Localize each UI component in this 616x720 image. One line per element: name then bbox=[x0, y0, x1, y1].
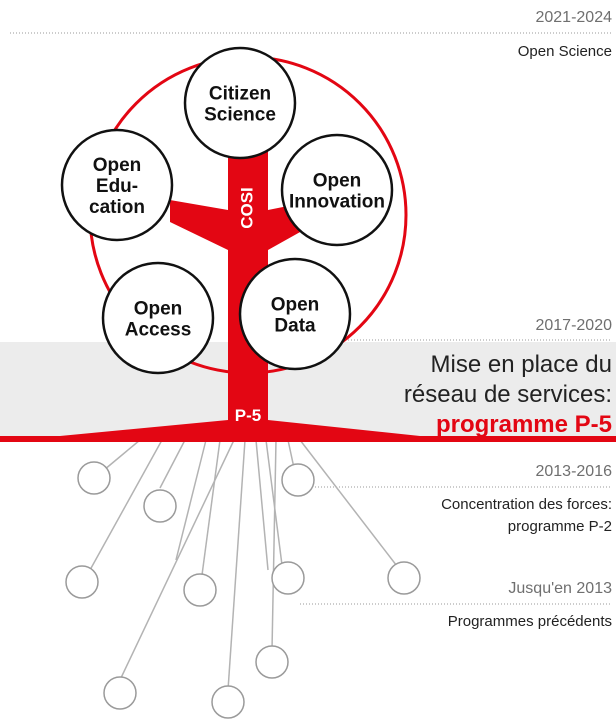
period-label: 2013-2016 bbox=[535, 463, 612, 480]
tree-base bbox=[60, 390, 420, 440]
period-description: Mise en place du réseau de services: pro… bbox=[403, 351, 612, 438]
circle-open-education bbox=[60, 128, 174, 242]
concept-circles: CitizenScienceOpenInnovationOpenEdu-cati… bbox=[60, 46, 394, 375]
circle-open-access-label: Access bbox=[125, 320, 192, 341]
period-description: Concentration des forces: programme P-2 bbox=[441, 496, 612, 535]
roots bbox=[89, 439, 401, 691]
circle-citizen-science bbox=[183, 46, 297, 160]
period-description: Programmes précédents bbox=[447, 613, 612, 630]
period-description: Open Science bbox=[517, 43, 612, 60]
period-label: 2017-2020 bbox=[535, 317, 612, 334]
base-label: P-5 bbox=[235, 406, 261, 425]
circle-open-innovation-label: Open bbox=[313, 171, 362, 192]
highlight-text: programme P-5 bbox=[435, 411, 612, 438]
circle-open-innovation-label: Innovation bbox=[289, 192, 385, 213]
period-label: 2021-2024 bbox=[535, 9, 612, 26]
circle-open-innovation bbox=[280, 133, 394, 247]
period-label: Jusqu'en 2013 bbox=[508, 580, 612, 597]
circle-open-access bbox=[101, 261, 215, 375]
circle-open-access-label: Open bbox=[134, 299, 183, 320]
circle-open-data-label: Data bbox=[274, 316, 316, 337]
trunk-label: COSI bbox=[237, 187, 256, 229]
red-baseline bbox=[0, 436, 616, 442]
circle-open-data bbox=[238, 257, 352, 371]
circle-open-education-label: Open bbox=[93, 155, 142, 176]
circle-open-data-label: Open bbox=[271, 295, 320, 316]
root-nodes bbox=[65, 461, 421, 719]
tree-trunk bbox=[170, 112, 318, 420]
circle-citizen-science-label: Citizen bbox=[209, 84, 271, 105]
circle-citizen-science-label: Science bbox=[204, 105, 276, 126]
circle-open-education-label: Edu- bbox=[96, 176, 138, 197]
circle-open-education-label: cation bbox=[89, 197, 145, 218]
